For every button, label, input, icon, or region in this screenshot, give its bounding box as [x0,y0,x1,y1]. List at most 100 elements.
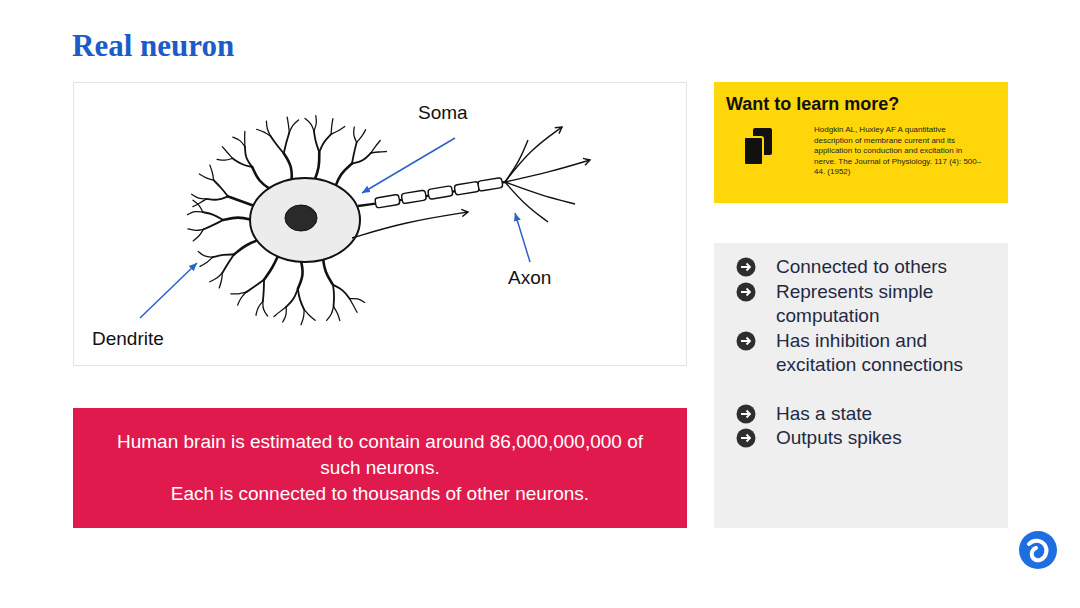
list-item: Has a state [736,402,996,427]
bullet-circle [737,258,756,277]
dendrite-branch [352,142,357,163]
dendrite-branch [263,280,264,302]
part-label: Dendrite [92,328,164,350]
bullet-arrow [741,264,750,271]
dendrite-branch [203,220,223,229]
dendrite-branch [192,194,207,199]
dendrite-branch [246,280,264,292]
dendrite-branch [357,130,366,143]
dendrite-branch [286,289,298,307]
leader-line [515,213,530,262]
dendrite-branch [354,127,357,142]
dendrite-branch [198,251,212,257]
bullet-icon [736,428,756,448]
list-item: Outputs spikes [736,426,996,451]
dendrite-branch [231,292,246,294]
box-heading: Want to learn more? [726,94,996,115]
list-text: Represents simple computation [776,280,976,329]
dendrite-branch [223,218,253,220]
property-list: Connected to othersRepresents simple com… [714,243,1008,528]
bullet-arrow [741,435,750,442]
bullet-arrow [741,337,750,344]
dendrite-branch [193,229,203,241]
dendrite-branch [245,147,252,167]
neuron-drawing [188,116,590,325]
part-label: Soma [418,102,468,124]
dendrite-branch [350,299,357,313]
dendrite-branch [304,309,315,320]
dendrite-branch [333,285,350,299]
logo [1019,531,1057,569]
part-label: Axon [508,267,551,289]
list-text: Has a state [776,402,976,427]
bullet-circle [737,331,756,350]
slide-title: Real neuron [72,28,234,64]
banner-text: Human brain is estimated to contain arou… [103,429,657,481]
dendrite-branch [193,200,203,212]
dendrite-branch [210,165,214,180]
banner-text: Each is connected to thousands of other … [171,481,589,507]
dendrite-branch [314,131,319,152]
document-sheet [744,137,763,165]
bullet-circle [737,404,756,423]
myelin-sheath [428,186,453,200]
dendrite-branch [252,167,271,190]
document-icon [742,127,774,167]
leader-lines [140,138,530,318]
list-item: Represents simple computation [736,280,996,329]
dendrite-branch [314,152,319,182]
logo-circle [1019,531,1057,569]
dendrite-branch [327,306,334,320]
dendrite-branch [371,151,386,152]
dendrite-branch [234,240,260,255]
leader-line [140,263,197,318]
dendrite-branch [298,289,304,310]
dendrite-branch [244,131,246,147]
fact-banner: Human brain is estimated to contain arou… [73,408,687,528]
dendrite-branch [284,153,292,182]
nucleus [285,205,317,231]
leader-line [362,138,455,193]
bullet-arrow [741,288,750,295]
myelin-sheath [478,178,503,192]
dendrite-branch [203,212,223,220]
dendrite-branch [210,273,223,282]
dendrite-branch [199,174,213,180]
dendrite-branch [222,255,234,273]
list-text: Outputs spikes [776,426,976,451]
dendrite-branch [284,132,290,153]
axon-terminal [505,182,548,222]
dendrite-branch [352,153,371,164]
reference-row: Hodgkin AL, Huxley AF A quantitative des… [726,125,996,178]
list-text: Connected to others [776,255,976,280]
dendrite-branch [264,254,279,280]
dendrite-branch [332,285,335,307]
bullet-circle [737,429,756,448]
dendrite-branch [331,126,345,134]
dendrite-branch [319,134,331,152]
bullet-arrow [741,410,750,417]
list-item: Has inhibition and excitation connection… [736,329,996,378]
citation-text: Hodgkin AL, Huxley AF A quantitative des… [814,125,986,178]
dendrite-branch [298,259,303,289]
dendrite-branch [305,118,314,131]
myelin-sheath [454,181,479,195]
bullet-icon [736,282,756,302]
list-item: Connected to others [736,255,996,280]
dendrite-branch [314,116,316,131]
axon-terminal [505,127,562,182]
dendrite-branch [331,119,333,134]
dendrite-branch [287,117,289,132]
dendrite-branch [289,120,298,132]
axon-terminal [505,140,528,182]
bullet-icon [736,404,756,424]
illustration-frame [74,83,687,366]
dendrite-branch [256,301,263,315]
dendrite-branch [188,229,204,231]
soma-body [250,178,360,262]
dendrite-branch [266,121,270,136]
axon-collateral [352,212,468,238]
dendrite-branch [217,158,233,160]
dendrite-branch [263,301,268,316]
